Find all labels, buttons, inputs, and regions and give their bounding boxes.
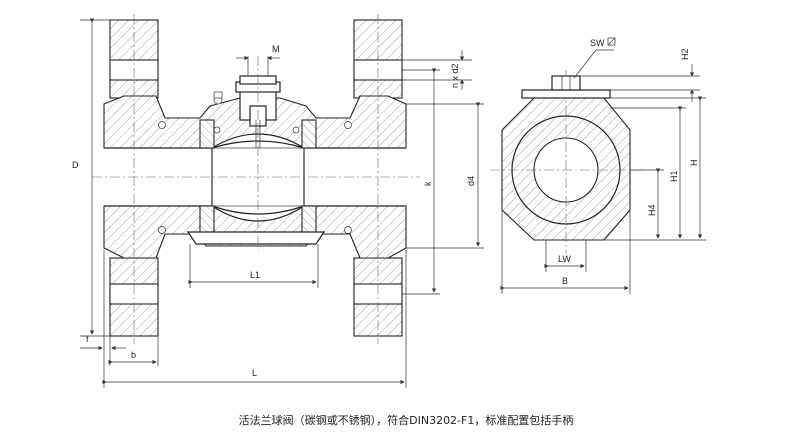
label-L: L [252, 368, 257, 378]
label-b: b [131, 350, 136, 360]
dim-SW: SW [573, 37, 616, 79]
label-SW: SW [590, 38, 605, 48]
dim-D: D [72, 18, 120, 337]
valve-drawing: D M n x d2 k d [72, 14, 706, 388]
dim-B: B [500, 210, 631, 294]
dim-LW: LW [544, 240, 587, 272]
label-k: k [423, 181, 433, 186]
dim-L1: L1 [188, 244, 319, 288]
figure-caption: 活法兰球阀（碳钢或不锈钢），符合DIN3202-F1，标准配置包括手柄 [238, 414, 574, 427]
label-L1: L1 [250, 270, 260, 280]
label-B: B [562, 276, 568, 286]
stem-top [551, 75, 581, 91]
section-view: D M n x d2 k d [72, 14, 484, 388]
dim-k: k [402, 68, 440, 295]
label-nxd2: n x d2 [450, 63, 460, 88]
label-d4: d4 [466, 176, 476, 186]
seat-left-bottom [199, 205, 215, 235]
seat-right-bottom [301, 205, 317, 235]
dim-H2: H2 [580, 48, 700, 102]
dim-M: M [236, 44, 280, 76]
label-f: f [86, 334, 89, 344]
dim-nxd2: n x d2 [402, 50, 472, 90]
seat-right-top [301, 119, 317, 149]
dim-b: b [108, 336, 159, 366]
label-D: D [72, 160, 79, 170]
dim-H1: H1 [610, 106, 686, 239]
dim-L: L [102, 250, 407, 388]
end-view: SW H2 H H1 H4 [490, 37, 706, 294]
label-H: H [689, 160, 699, 167]
dim-H: H [604, 96, 706, 241]
label-H2: H2 [680, 48, 690, 60]
seat-left-top [199, 119, 215, 149]
label-LW: LW [558, 254, 571, 264]
dim-H4: H4 [630, 168, 664, 239]
label-H4: H4 [647, 204, 657, 216]
top-plate [521, 89, 611, 99]
label-H1: H1 [669, 170, 679, 182]
label-M: M [272, 44, 280, 54]
bottom-plate [186, 231, 326, 245]
dim-d4: d4 [406, 102, 484, 249]
